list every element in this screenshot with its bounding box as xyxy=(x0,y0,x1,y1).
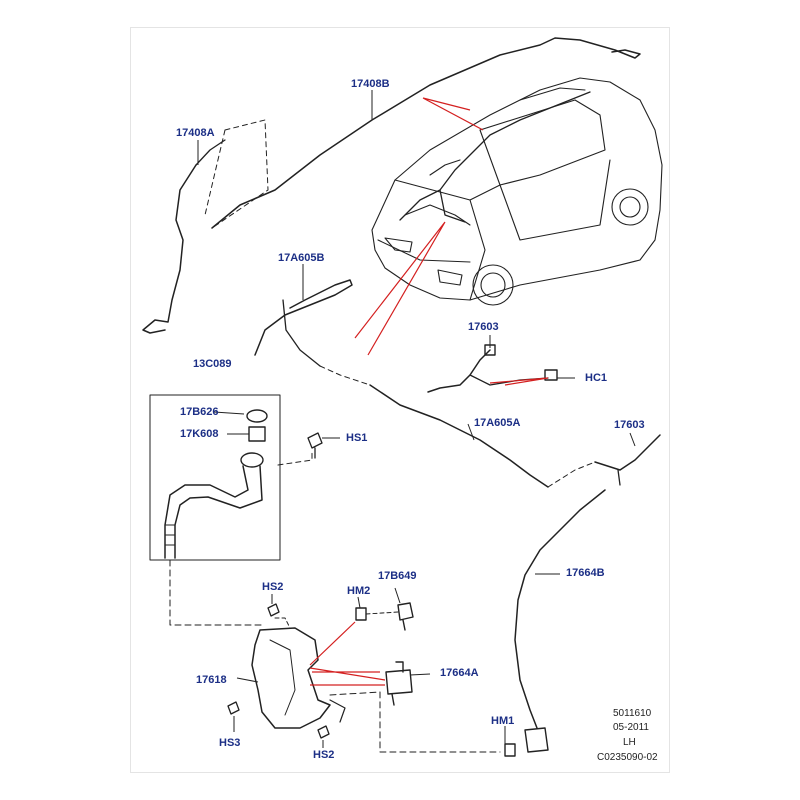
drawing-date: 05-2011 xyxy=(613,722,649,733)
hose-17408a xyxy=(142,164,197,334)
screw-hs3 xyxy=(227,701,240,715)
screw-hs2-bottom xyxy=(317,725,330,739)
hose-17a605a xyxy=(369,384,549,488)
label-hm1: HM1 xyxy=(491,715,515,727)
vehicle-hose-route xyxy=(399,91,591,221)
label-17408a: 17408A xyxy=(176,127,215,139)
label-hs3: HS3 xyxy=(219,737,241,749)
label-hm2: HM2 xyxy=(347,585,371,597)
label-13c089: 13C089 xyxy=(193,358,232,370)
part-17k608 xyxy=(248,426,266,442)
kit-13c089-box xyxy=(149,394,281,561)
label-17664a: 17664A xyxy=(440,667,479,679)
label-hc1: HC1 xyxy=(585,372,608,384)
part-17b649 xyxy=(397,602,414,631)
pump-17664a xyxy=(385,661,413,706)
label-17b649: 17B649 xyxy=(378,570,417,582)
hose-17a605b xyxy=(254,279,353,356)
part-17b626 xyxy=(246,409,268,423)
part-17603-top xyxy=(427,349,491,393)
label-17664b: 17664B xyxy=(566,567,605,579)
label-17a605a: 17A605A xyxy=(474,417,521,429)
pump-hm1 xyxy=(504,727,549,757)
label-17k608: 17K608 xyxy=(180,428,219,440)
hose-17664b xyxy=(514,489,606,729)
label-17b626: 17B626 xyxy=(180,406,219,418)
label-17603-top: 17603 xyxy=(468,321,499,333)
label-leaders xyxy=(197,90,636,748)
hose-17408b xyxy=(211,37,641,229)
filler-neck xyxy=(164,465,249,559)
red-leaders xyxy=(309,97,549,686)
reservoir-17618 xyxy=(251,627,331,729)
label-hs1: HS1 xyxy=(346,432,368,444)
drawing-side: LH xyxy=(623,737,636,748)
vehicle-outline xyxy=(371,77,663,306)
label-17408b: 17408B xyxy=(351,78,390,90)
motor-hm2 xyxy=(355,607,367,621)
drawing-code: 5011610 xyxy=(613,708,652,719)
label-17a605b: 17A605B xyxy=(278,252,325,264)
label-hs2-top: HS2 xyxy=(262,581,284,593)
drawing-reference: C0235090-02 xyxy=(597,752,658,763)
screw-hs1 xyxy=(307,432,323,459)
label-17603-right: 17603 xyxy=(614,419,645,431)
label-hs2-bottom: HS2 xyxy=(313,749,335,761)
label-17618: 17618 xyxy=(196,674,227,686)
screw-hs2-top xyxy=(267,603,280,617)
